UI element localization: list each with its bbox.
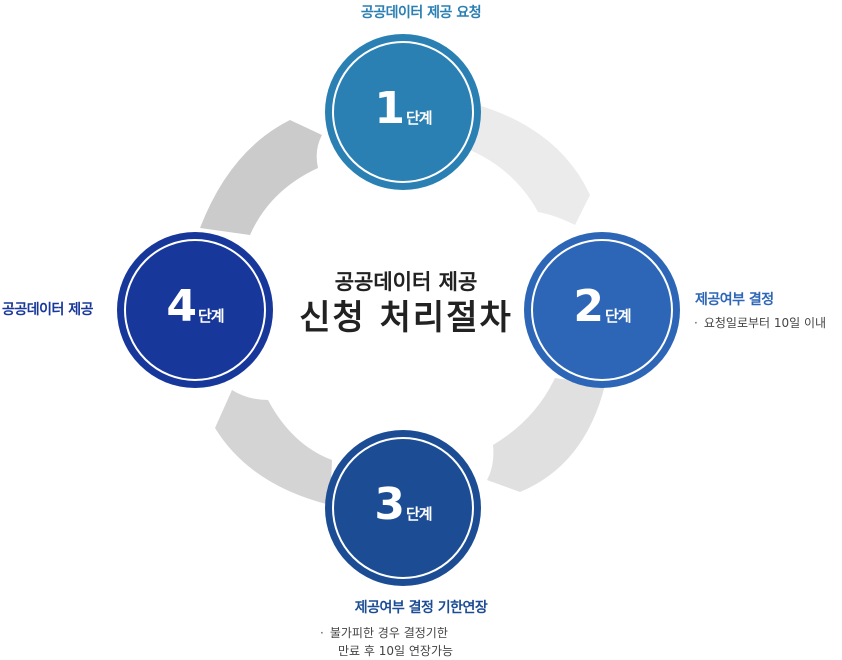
step-2-number: 2 <box>573 281 604 332</box>
arc-segment-2-to-3 <box>487 378 605 492</box>
step-1-number: 1 <box>374 83 405 134</box>
title-line-1: 공공데이터 제공 <box>334 270 478 294</box>
step-3-note: · 불가피한 경우 결정기한 만료 후 10일 연장가능 <box>320 624 453 660</box>
step-4-ring: 4 단계 <box>124 239 266 381</box>
step-3-label: 제공여부 결정 기한연장 <box>354 600 488 616</box>
title-line-2: 신청 처리절차 <box>299 298 513 338</box>
diagram-title: 공공데이터 제공 신청 처리절차 <box>290 268 522 340</box>
step-2-note: · 요청일로부터 10일 이내 <box>694 314 826 332</box>
step-3-circle: 3 단계 <box>325 430 481 586</box>
step-4-circle: 4 단계 <box>117 232 273 388</box>
step-3-note-line-1: 불가피한 경우 결정기한 <box>329 626 448 640</box>
step-1-circle: 1 단계 <box>325 34 481 190</box>
step-1-suffix: 단계 <box>406 109 433 127</box>
step-3-note-line-2: 만료 후 10일 연장가능 <box>338 644 454 658</box>
arc-segment-4-to-1 <box>200 120 322 235</box>
step-4-number: 4 <box>166 281 197 332</box>
bullet-glyph: · <box>694 316 698 330</box>
step-3-suffix: 단계 <box>406 505 433 523</box>
step-3-number: 3 <box>374 479 405 530</box>
step-3-ring: 3 단계 <box>332 437 474 579</box>
step-1-label: 공공데이터 제공 요청 <box>360 5 482 21</box>
arc-segment-3-to-4 <box>215 390 332 505</box>
step-2-ring: 2 단계 <box>531 239 673 381</box>
step-2-label: 제공여부 결정 <box>695 292 774 308</box>
bullet-glyph: · <box>320 626 324 640</box>
step-1-ring: 1 단계 <box>332 41 474 183</box>
step-2-circle: 2 단계 <box>524 232 680 388</box>
step-4-suffix: 단계 <box>198 307 225 325</box>
arc-segment-1-to-2 <box>470 105 590 225</box>
step-2-suffix: 단계 <box>605 307 632 325</box>
step-2-note-text: 요청일로부터 10일 이내 <box>703 316 827 330</box>
step-4-label: 공공데이터 제공 <box>2 302 94 318</box>
